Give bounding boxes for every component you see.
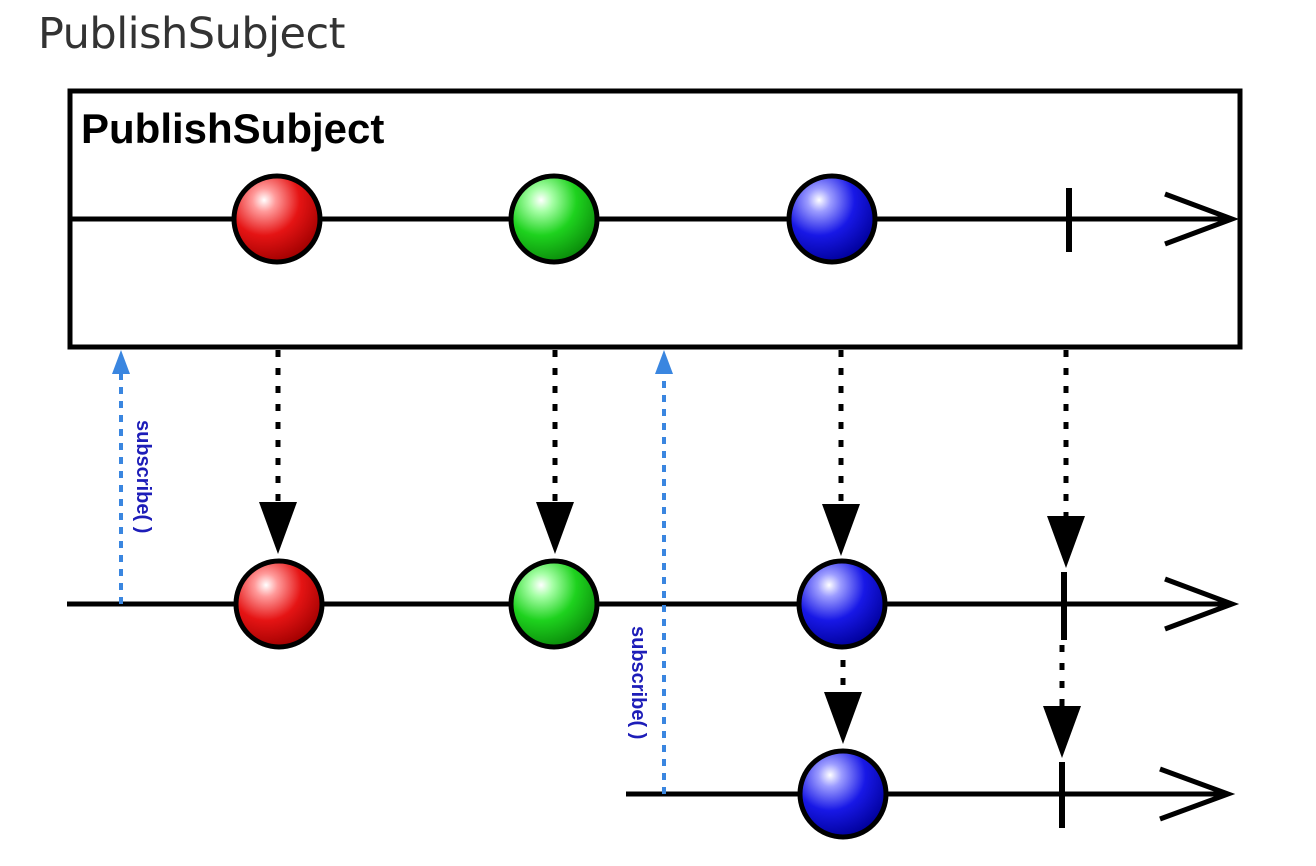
subject-box-title: PublishSubject [81, 105, 384, 152]
source-red-marble [231, 173, 323, 265]
second-subscribe-arrow [655, 350, 673, 794]
emission-arrow-blue [822, 350, 860, 556]
source-green-marble [508, 173, 600, 265]
emission-arrow-red [259, 350, 297, 554]
first-subscribe-arrow [112, 350, 130, 604]
page-title: PublishSubject [38, 9, 346, 59]
second-subscriber-blue-marble [797, 748, 889, 840]
second-subscriber-timeline [626, 766, 1236, 822]
first-subscriber-red-marble [233, 558, 325, 650]
second-subscribe-label: subscribe( ) [627, 626, 649, 739]
second-emission-arrow-blue [824, 660, 862, 744]
emission-arrow-green [536, 350, 574, 554]
emission-arrow-completion [1047, 350, 1085, 568]
first-subscribe-label: subscribe( ) [132, 420, 154, 533]
first-subscriber-green-marble [508, 558, 600, 650]
second-emission-arrow-completion [1043, 645, 1081, 758]
first-subscriber-blue-marble [796, 558, 888, 650]
source-blue-marble [786, 173, 878, 265]
